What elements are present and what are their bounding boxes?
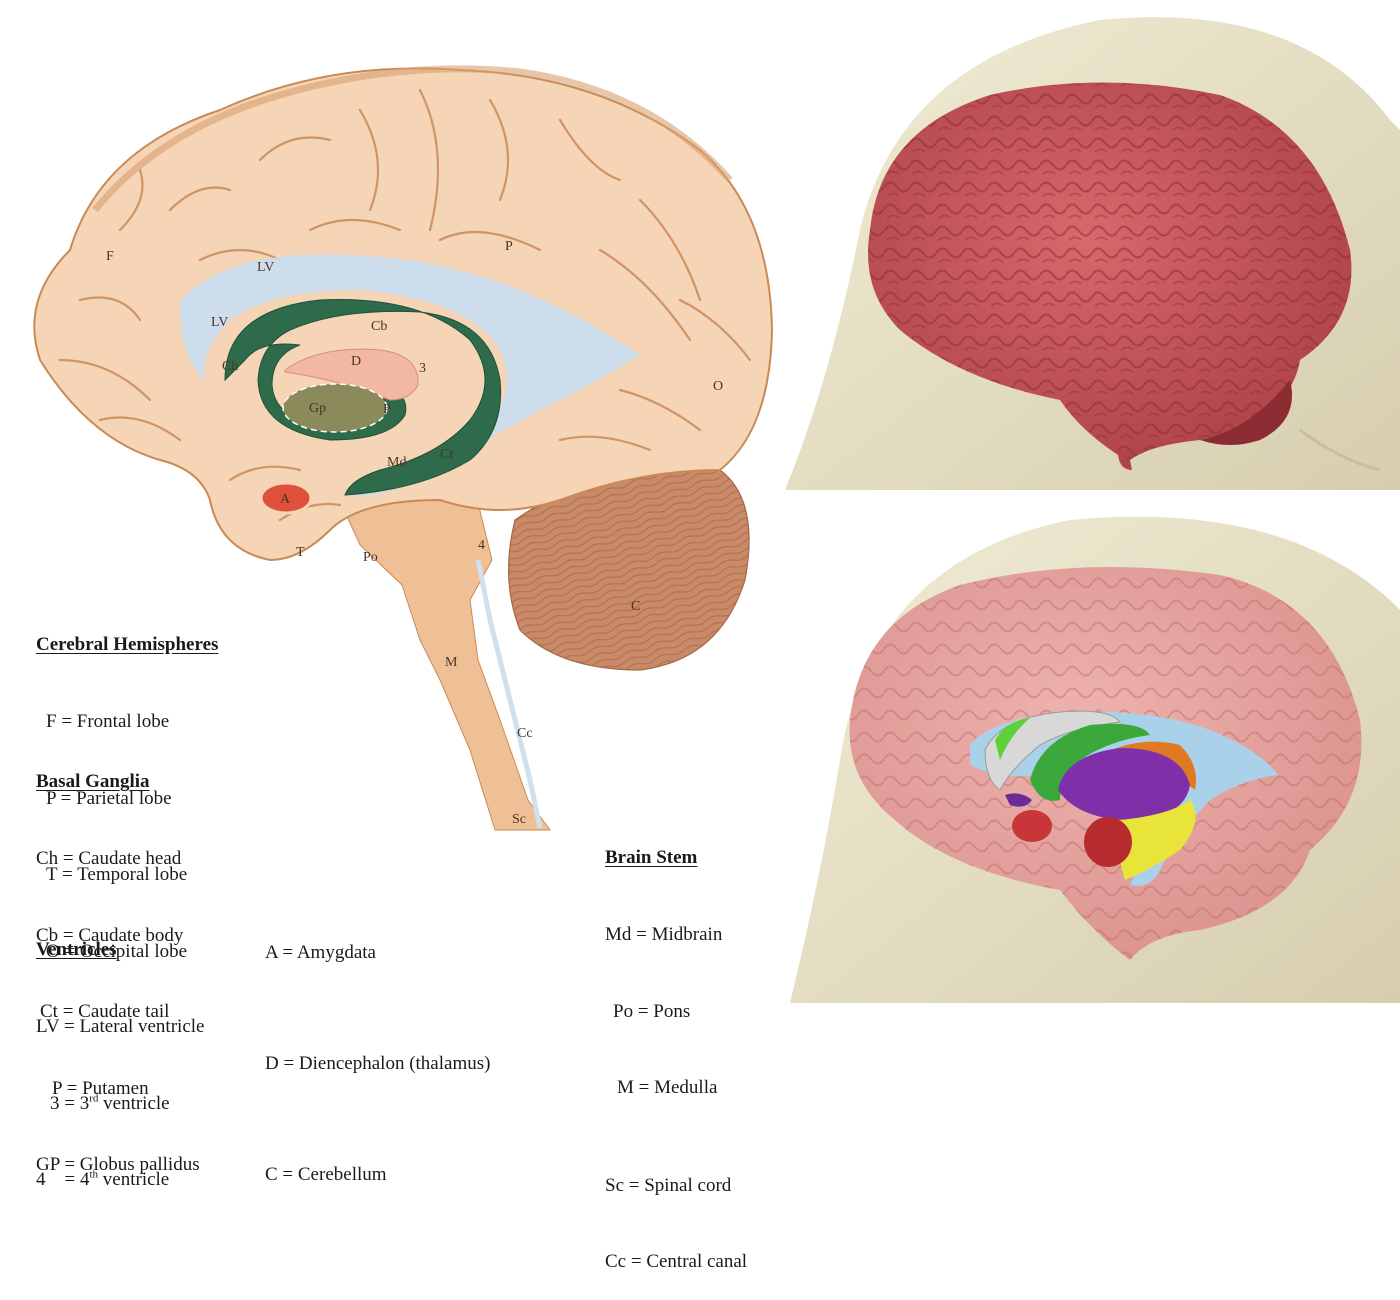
legend-item-pons: Po = Pons — [605, 999, 747, 1025]
legend-heading-brain-stem: Brain Stem — [605, 845, 747, 871]
head-3d-bottom — [790, 517, 1400, 1003]
legend-item-third-ventricle: 3 = 3rd ventricle — [36, 1091, 204, 1117]
label-Po: Po — [363, 550, 378, 565]
legend-item-midbrain: Md = Midbrain — [605, 922, 747, 948]
globus-pallidus — [283, 384, 387, 432]
legend-item-diencephalon: D = Diencephalon (thalamus) — [265, 1045, 490, 1082]
third-ventricle-tail: ventricle — [98, 1093, 169, 1114]
label-Ch: Ch — [222, 359, 238, 374]
label-T: T — [296, 545, 305, 560]
label-putamen: P — [383, 402, 391, 417]
third-ventricle-label: 3 = 3 — [50, 1093, 89, 1114]
fourth-ventricle-tail: ventricle — [98, 1169, 169, 1190]
legend-item-cerebellum: C = Cerebellum — [265, 1156, 490, 1193]
third-ventricle-sup: rd — [89, 1092, 98, 1104]
label-A: A — [280, 492, 291, 507]
legend-item-medulla: M = Medulla — [605, 1075, 747, 1101]
legend-heading-basal: Basal Ganglia — [36, 769, 200, 795]
label-M: M — [445, 655, 458, 670]
legend-heading-ventricles: Ventricles — [36, 937, 204, 963]
label-D: D — [351, 354, 361, 369]
legend-item-spinal-cord: Sc = Spinal cord — [605, 1173, 747, 1199]
legend-item-amygdala: A = Amygdata — [265, 934, 490, 971]
label-Cb: Cb — [371, 319, 387, 334]
legend-item-caudate-head: Ch = Caudate head — [36, 846, 200, 872]
label-Cc: Cc — [517, 726, 533, 741]
label-Ct: Ct — [440, 447, 453, 462]
legend-heading-cerebral: Cerebral Hemispheres — [36, 632, 218, 658]
head-3d-top — [785, 17, 1400, 490]
label-Gp: Gp — [309, 401, 326, 416]
label-Sc: Sc — [512, 812, 526, 827]
fourth-ventricle-label: 4 = 4 — [36, 1169, 89, 1190]
label-C: C — [631, 599, 640, 614]
label-P: P — [505, 239, 513, 254]
legend-other: A = Amygdata D = Diencephalon (thalamus)… — [265, 860, 490, 1230]
label-4: 4 — [478, 538, 485, 553]
label-O: O — [713, 379, 723, 394]
label-LV-front: LV — [211, 315, 228, 330]
legend-item-central-canal: Cc = Central canal — [605, 1249, 747, 1275]
fourth-ventricle-sup: th — [89, 1169, 98, 1181]
label-LV-top: LV — [257, 260, 274, 275]
legend-ventricles: Ventricles LV = Lateral ventricle 3 = 3r… — [36, 886, 204, 1218]
legend-brain-stem: Brain Stem Md = Midbrain Po = Pons M = M… — [605, 794, 747, 1300]
legend-item-lateral-ventricle: LV = Lateral ventricle — [36, 1014, 204, 1040]
label-3: 3 — [419, 361, 426, 376]
label-Md: Md — [387, 455, 406, 470]
amygdala-3d — [1012, 810, 1052, 842]
label-F: F — [106, 249, 114, 264]
legend-item-fourth-ventricle: 4 = 4th ventricle — [36, 1167, 204, 1193]
hippocampus-3d — [1084, 817, 1132, 867]
